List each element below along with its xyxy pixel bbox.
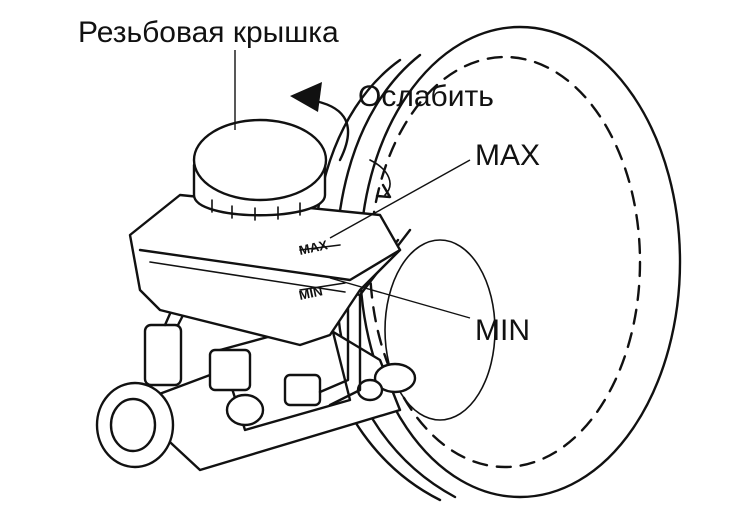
label-threaded-cap: Резьбовая крышка xyxy=(78,16,339,49)
label-max: MAX xyxy=(475,139,540,172)
label-loosen: Ослабить xyxy=(358,80,494,113)
reservoir-min-mark: MIN xyxy=(298,283,324,303)
leader-lines xyxy=(234,50,471,319)
label-min: MIN xyxy=(475,314,530,347)
loosen-arrow-icon xyxy=(290,82,392,199)
master-cylinder-body xyxy=(95,318,417,472)
reservoir-max-mark: MAX xyxy=(298,237,330,258)
threaded-cap xyxy=(192,118,328,221)
